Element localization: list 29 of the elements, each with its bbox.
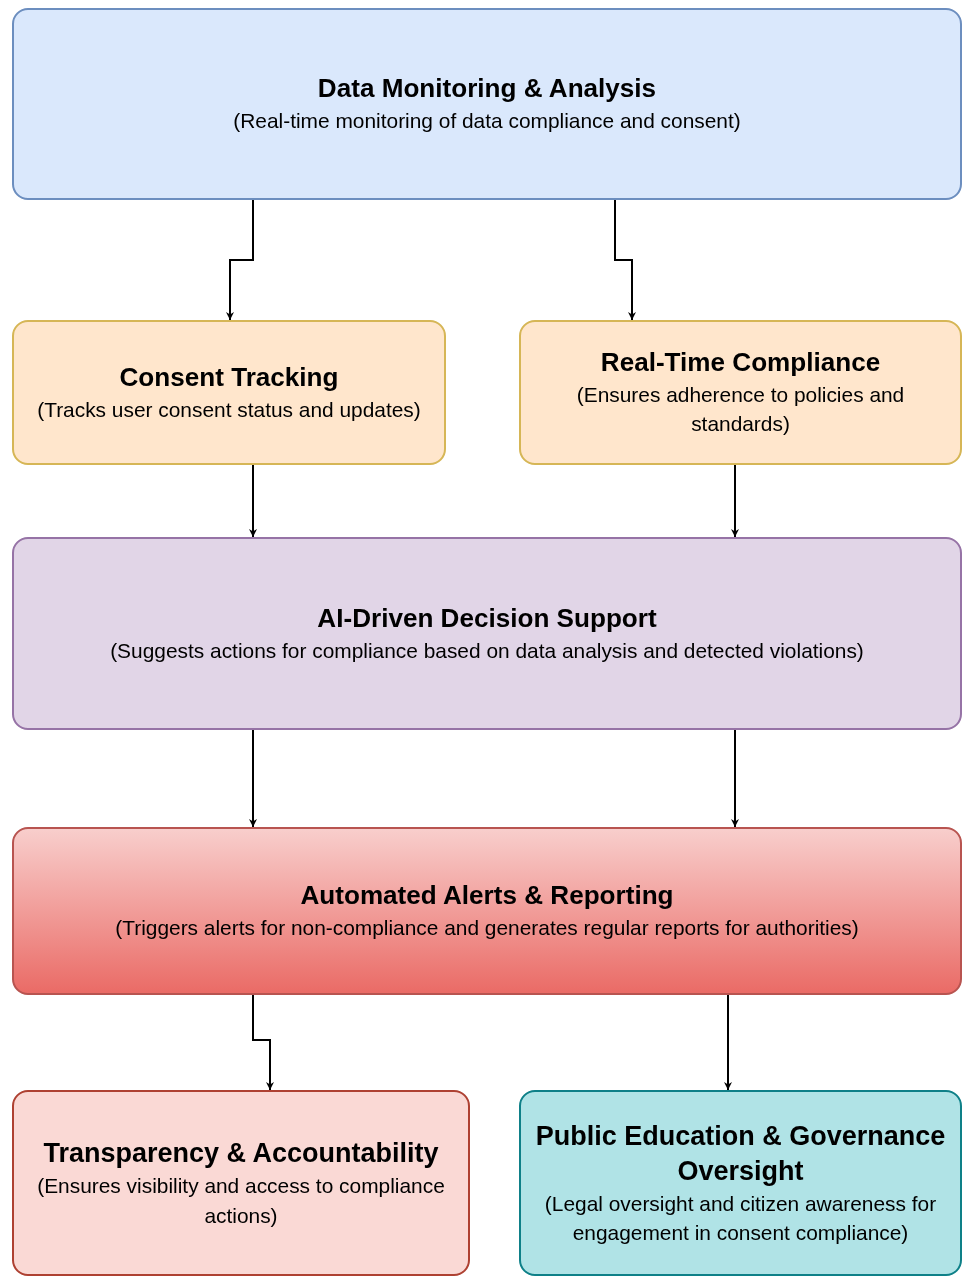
process-box [519,1090,962,1276]
box-description: (Ensures visibility and access to compliance actions) [36,1173,446,1229]
arrow [226,199,254,321]
box-title: Transparency & Accountability [43,1137,439,1171]
arrow [249,464,257,538]
process-box [12,827,962,995]
box-description: (Triggers alerts for non-compliance and generates regular reports for authorities) [115,915,859,942]
box-description: (Legal oversight and citizen awareness for engagement in consent compliance) [543,1190,938,1247]
arrow [724,994,732,1091]
arrow [614,199,636,321]
box-title: Public Education & Governance Oversight [534,1119,947,1188]
process-box [12,8,962,200]
arrow [249,729,257,828]
box-title: Consent Tracking [119,360,339,394]
arrow [252,994,274,1091]
process-box [12,320,446,465]
process-box [12,537,962,730]
arrow [731,729,739,828]
box-description: (Real-time monitoring of data compliance and consent) [233,108,741,135]
box-title: Data Monitoring & Analysis [317,72,657,106]
box-description: (Suggests actions for compliance based on data analysis and detected violations) [110,637,864,664]
arrow [731,464,739,538]
process-box [12,1090,470,1276]
box-title: Real-Time Compliance [600,346,881,380]
process-box [519,320,962,465]
box-title: Automated Alerts & Reporting [300,879,674,913]
box-title: AI-Driven Decision Support [317,601,657,635]
box-description: (Tracks user consent status and updates) [37,396,421,423]
box-description: (Ensures adherence to policies and standards) [575,382,906,438]
